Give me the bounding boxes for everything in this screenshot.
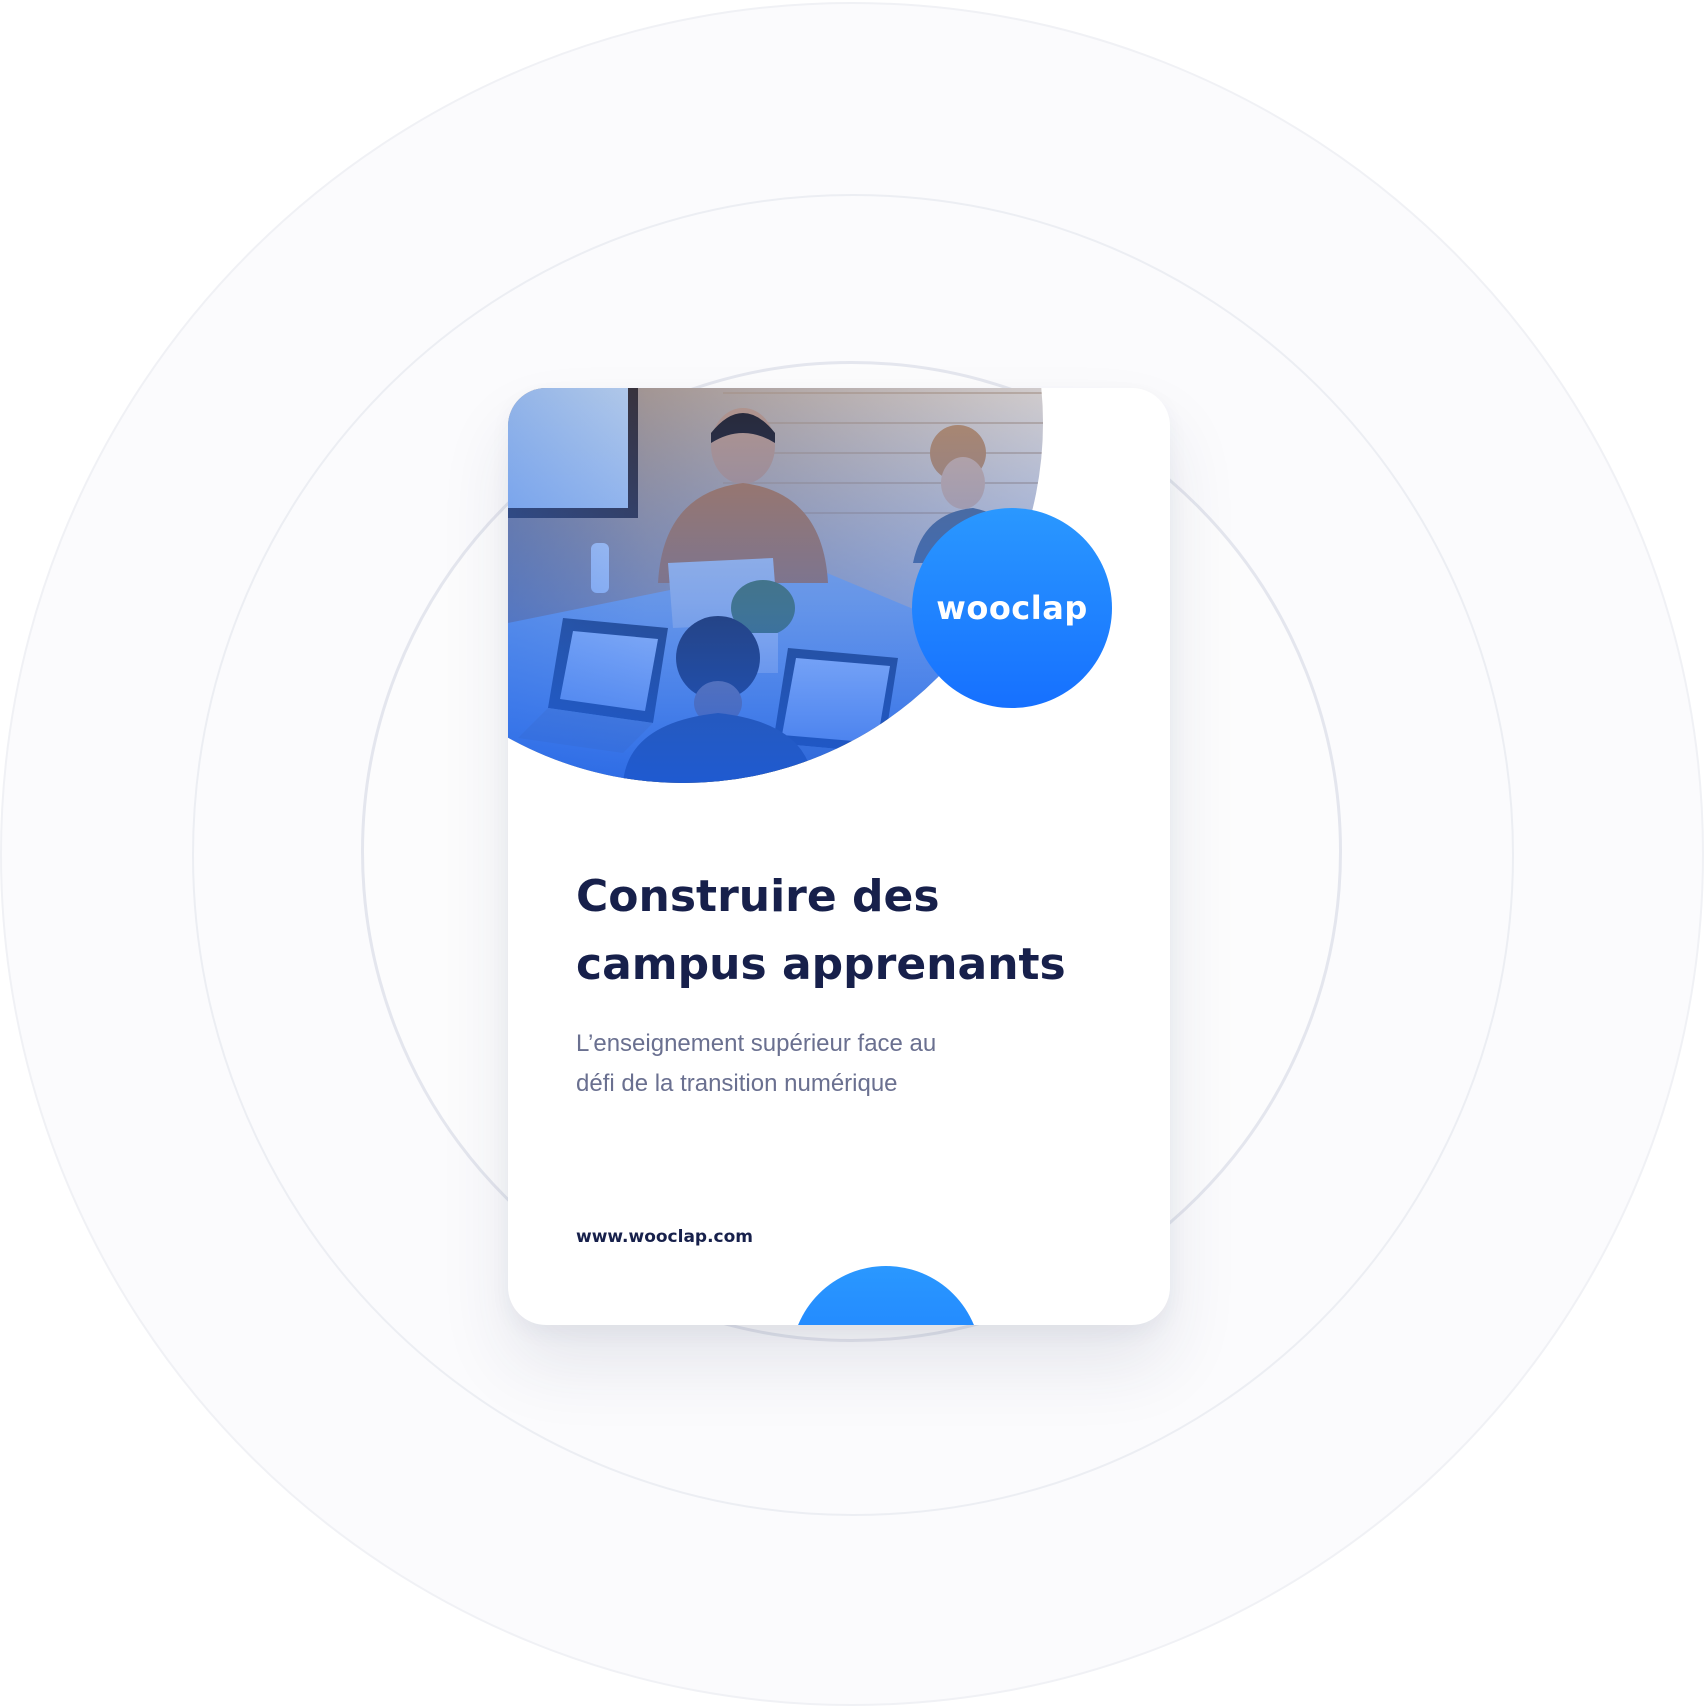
cover-subtitle-line-2: défi de la transition numérique (576, 1070, 898, 1097)
cover-title: Construire des campus apprenants (576, 863, 1136, 999)
wooclap-logo-badge: wooclap (912, 508, 1112, 708)
cover-subtitle: L’enseignement supérieur face au défi de… (576, 1024, 1016, 1104)
cover-title-line-2: campus apprenants (576, 939, 1066, 990)
decorative-blue-circle (791, 1266, 981, 1325)
cover-title-line-1: Construire des (576, 871, 940, 922)
ebook-cover-card[interactable]: wooclap Construire des campus apprenants… (508, 388, 1170, 1325)
cover-subtitle-line-1: L’enseignement supérieur face au (576, 1030, 937, 1057)
website-url: www.wooclap.com (576, 1227, 754, 1247)
wooclap-logo-text: wooclap (936, 589, 1088, 627)
